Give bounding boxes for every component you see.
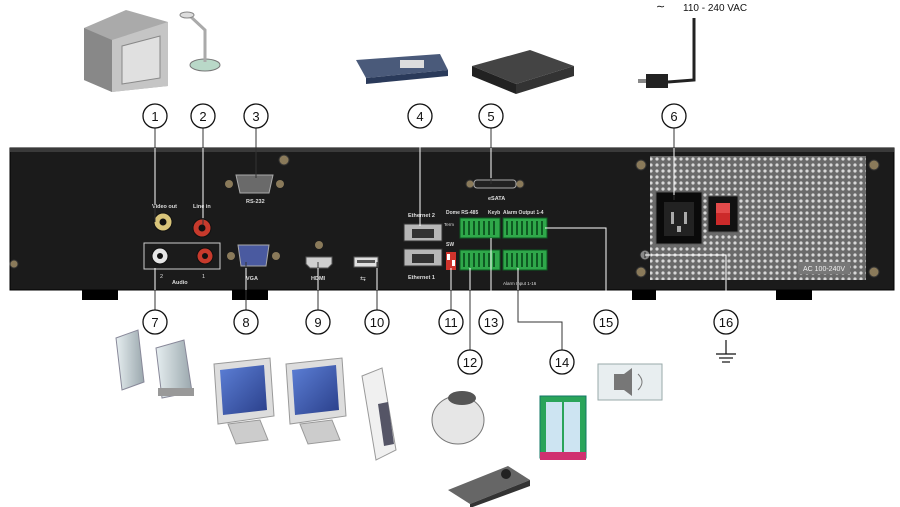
external-storage — [472, 50, 574, 94]
callout-2 — [190, 103, 216, 129]
callout-7 — [142, 309, 168, 335]
callout-number: 16 — [719, 315, 733, 330]
dome-camera — [431, 391, 485, 445]
callout-number: 6 — [670, 109, 677, 124]
audio-out-2-port[interactable] — [151, 247, 169, 265]
ground-icon — [716, 340, 736, 363]
usb-port[interactable] — [353, 256, 379, 268]
ethernet-1-port[interactable] — [403, 248, 443, 267]
vga-port[interactable] — [227, 244, 280, 267]
hdmi-port[interactable] — [305, 241, 333, 269]
foot — [776, 290, 812, 300]
callout-number: 7 — [151, 315, 158, 330]
callout-3 — [243, 103, 269, 129]
terminal-pins — [463, 221, 543, 267]
callout-number: 3 — [252, 109, 259, 124]
callout-10 — [364, 309, 390, 335]
power-cord — [638, 18, 696, 88]
callout-11 — [438, 309, 464, 335]
vga-label: VGA — [246, 276, 258, 282]
callout-number: 13 — [484, 315, 498, 330]
audio-num-2: 2 — [160, 274, 163, 280]
callout-6 — [661, 103, 687, 129]
callout-14 — [549, 349, 575, 375]
callout-number: 4 — [416, 109, 423, 124]
ac-rating-label: AC 100-240V — [803, 266, 845, 273]
callout-number: 11 — [444, 315, 458, 330]
ethernet-2-label: Ethernet 2 — [408, 213, 435, 219]
voltage-label: 110 - 240 VAC — [683, 3, 747, 14]
rs232-port[interactable] — [225, 174, 284, 194]
callout-number: 2 — [199, 109, 206, 124]
callout-number: 14 — [555, 355, 569, 370]
keyb-label: Keyb — [488, 210, 500, 216]
callout-circles — [142, 103, 739, 375]
power-switch[interactable] — [707, 195, 739, 233]
audio-label: Audio — [172, 280, 188, 286]
video-out-port[interactable] — [153, 212, 173, 232]
dip-switch[interactable] — [446, 252, 456, 270]
alarm-output-label: Alarm Output 1-4 — [503, 210, 544, 216]
speakers — [115, 329, 194, 399]
callout-number: 8 — [242, 315, 249, 330]
esata-label: eSATA — [488, 196, 505, 202]
callout-number: 9 — [314, 315, 321, 330]
alarm-input-label: Alarm Input 1-16 — [503, 281, 537, 286]
hdmi-monitor — [285, 357, 347, 445]
ptz-keyboard — [448, 466, 530, 507]
callout-12 — [457, 349, 483, 375]
vga-monitor — [213, 357, 275, 445]
term-label: Term — [444, 222, 454, 227]
audio-box — [143, 242, 221, 270]
line-in-label: Line in — [193, 204, 211, 210]
usb-flash-drive — [361, 367, 397, 461]
foot — [632, 290, 656, 300]
callout-numbers: 1 2 3 4 5 6 7 8 9 10 11 12 13 14 15 16 — [151, 109, 733, 370]
line-in-port[interactable] — [192, 218, 212, 238]
foot — [232, 290, 268, 300]
callout-4 — [407, 103, 433, 129]
ac-wave-icon: ∼ — [656, 1, 665, 13]
callout-number: 12 — [463, 355, 477, 370]
audio-num-1: 1 — [202, 274, 205, 280]
rs232-label: RS-232 — [246, 199, 265, 205]
callout-number: 10 — [370, 315, 384, 330]
crt-monitor — [84, 10, 168, 92]
callout-13 — [478, 309, 504, 335]
callout-1 — [142, 103, 168, 129]
power-socket[interactable] — [655, 191, 703, 245]
callout-15 — [593, 309, 619, 335]
foot — [82, 290, 118, 300]
audio-out-1-port[interactable] — [196, 247, 214, 265]
ethernet-1-label: Ethernet 1 — [408, 275, 435, 281]
video-out-label: Video out — [152, 204, 177, 210]
leader-lines-white — [154, 148, 727, 290]
ethernet-2-port[interactable] — [403, 223, 443, 242]
callout-8 — [233, 309, 259, 335]
callout-16 — [713, 309, 739, 335]
sw-label: SW — [446, 242, 454, 248]
callout-number: 5 — [487, 109, 494, 124]
screws — [9, 154, 880, 278]
esata-port[interactable] — [473, 179, 517, 189]
callout-5 — [478, 103, 504, 129]
dome-rs485-label: Dome RS-485 — [446, 210, 478, 216]
callout-number: 1 — [151, 109, 158, 124]
window-sensor — [539, 395, 587, 460]
callout-number: 15 — [599, 315, 613, 330]
usb-symbol: ⇆ — [360, 276, 366, 283]
callout-9 — [305, 309, 331, 335]
ac-rating-plate — [798, 262, 850, 274]
microphone — [179, 11, 221, 72]
alarm-siren — [597, 363, 663, 401]
network-switch — [356, 54, 448, 84]
